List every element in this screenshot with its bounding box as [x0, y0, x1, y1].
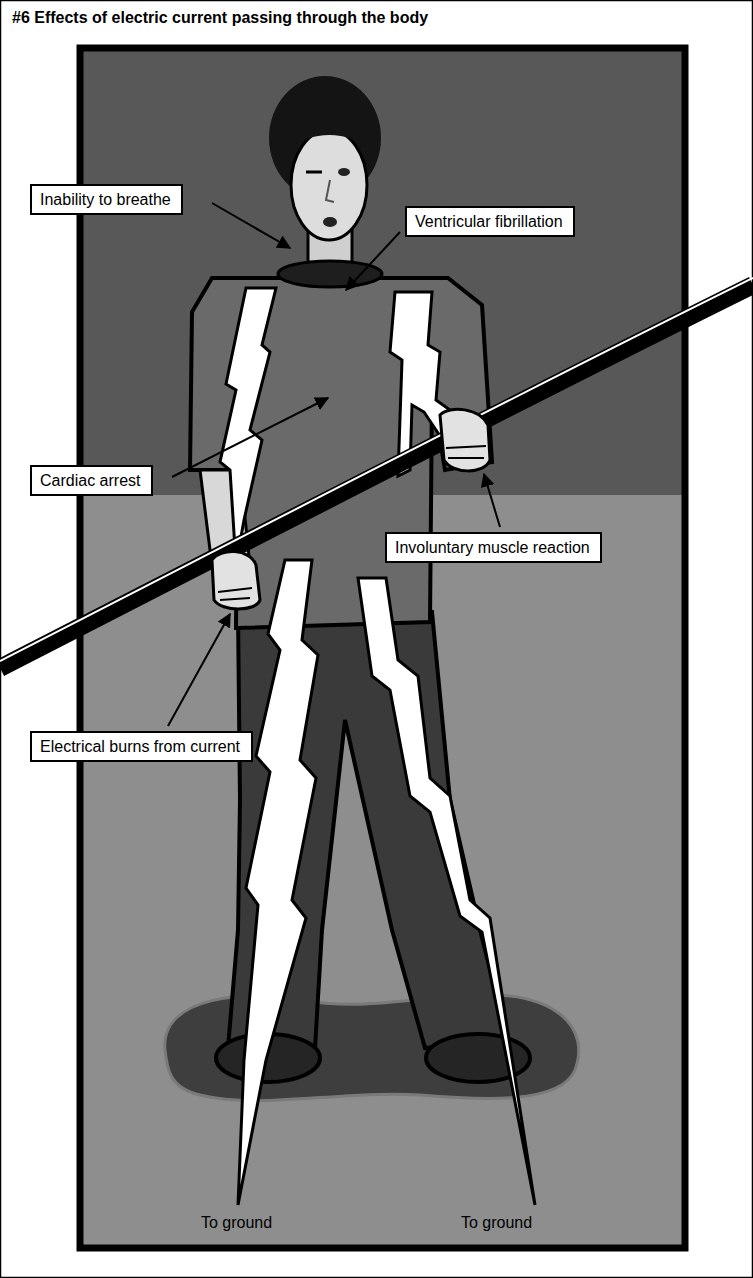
callout-text: Electrical burns from current	[40, 737, 243, 756]
callout-box: Involuntary muscle reaction	[385, 532, 602, 563]
nose	[326, 180, 334, 202]
callout-text: Cardiac arrest	[40, 471, 143, 490]
fringe	[282, 101, 372, 150]
callout-text: Ventricular fibrillation	[415, 212, 565, 231]
collar	[278, 261, 382, 287]
right-hand	[440, 409, 490, 471]
callout-text: Involuntary muscle reaction	[395, 538, 592, 557]
left-eye	[306, 171, 322, 174]
leg-lightning-bolt	[238, 560, 318, 1205]
floor-background	[80, 495, 685, 1248]
cable-highlight	[0, 278, 753, 661]
leg-lightning-bolt	[358, 578, 535, 1205]
ground-label: To ground	[201, 1213, 272, 1232]
right-fingers	[446, 446, 486, 458]
leader-line	[168, 614, 230, 726]
power-cable	[0, 285, 753, 668]
left-fingers	[218, 588, 252, 600]
shirt	[190, 278, 492, 628]
callout-box: Ventricular fibrillation	[405, 206, 575, 237]
callout-box: Cardiac arrest	[30, 465, 153, 496]
diagram-title: #6 Effects of electric current passing t…	[12, 9, 428, 27]
right-eye	[338, 168, 350, 176]
ground-label: To ground	[461, 1213, 532, 1232]
face	[291, 130, 367, 240]
wall-background	[80, 48, 685, 1248]
leader-line	[484, 474, 500, 527]
callout-box: Inability to breathe	[30, 184, 183, 215]
left-hand	[212, 552, 260, 609]
callout-box: Electrical burns from current	[30, 731, 253, 762]
leader-line	[172, 398, 328, 477]
leader-line	[346, 232, 400, 290]
panel-border	[80, 48, 685, 1248]
leader-line	[212, 203, 290, 248]
mouth	[323, 217, 337, 227]
callout-text: Inability to breathe	[40, 190, 173, 209]
